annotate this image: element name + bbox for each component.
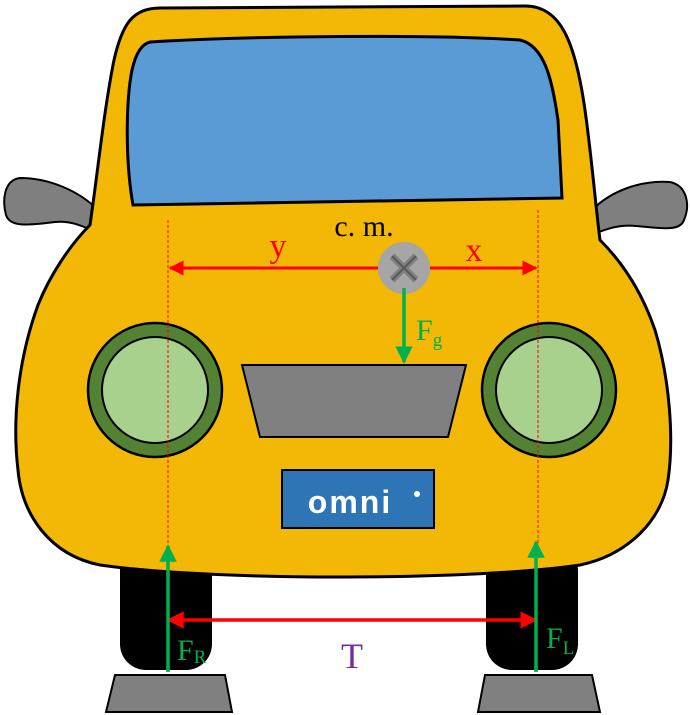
grille <box>240 364 468 438</box>
track-width-label: T <box>341 636 363 676</box>
license-plate <box>281 469 435 529</box>
right-normal-force-label: FR <box>177 634 207 668</box>
gravity-force-label: Fg <box>416 314 443 351</box>
center-of-mass-label: c. m. <box>334 210 393 243</box>
right-headlight-lens <box>101 336 209 444</box>
left-normal-force-label: FL <box>546 622 574 659</box>
left-tire <box>486 545 578 670</box>
plate-logo-dot <box>414 491 420 497</box>
windshield <box>125 34 564 207</box>
left-mirror <box>590 180 688 236</box>
right-ground-block <box>104 674 234 713</box>
right-mirror <box>3 176 100 234</box>
left-headlight-lens <box>495 336 603 444</box>
plate-logo-text: omni <box>308 484 392 520</box>
left-ground-block <box>476 674 602 713</box>
distance-x-label: x <box>466 232 483 269</box>
right-tire <box>120 545 212 670</box>
center-of-mass-cross-icon <box>389 253 419 283</box>
distance-y-label: y <box>270 228 287 265</box>
